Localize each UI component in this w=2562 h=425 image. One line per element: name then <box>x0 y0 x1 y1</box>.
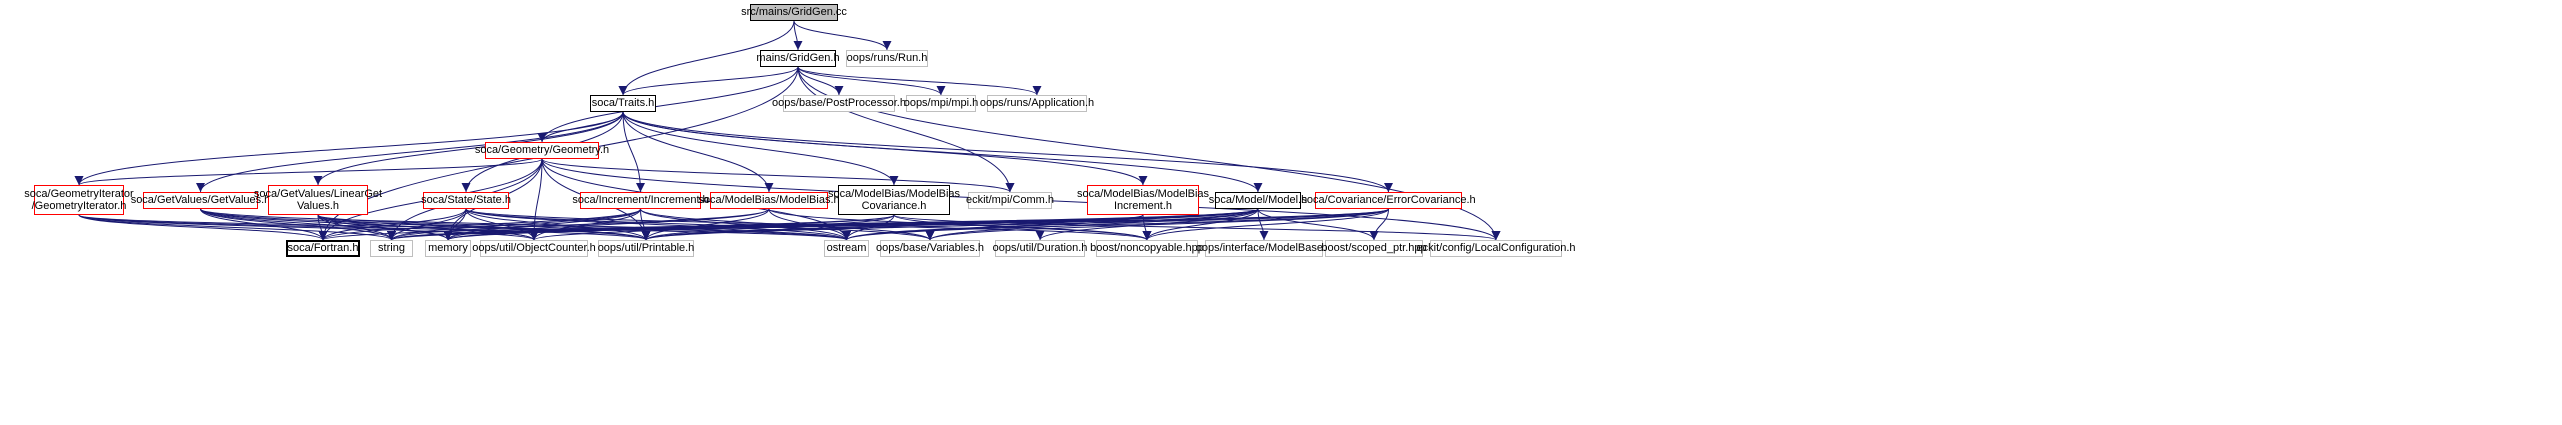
node-string: string <box>370 240 413 257</box>
edge-errcov-to-ostream <box>842 208 1389 241</box>
edge-lingetvalues-to-printable <box>317 214 651 241</box>
edge-gridgen_h-to-traits <box>618 66 799 96</box>
edge-gridgen_cc-to-traits <box>618 20 795 96</box>
edge-getvalues-to-fortran <box>200 208 328 241</box>
edge-model-to-variables <box>925 208 1259 241</box>
edge-gridgen_cc-to-oops_run <box>793 20 892 51</box>
node-model[interactable]: soca/Model/Model.h <box>1209 192 1307 209</box>
edge-lingetvalues-to-ostream <box>317 214 851 241</box>
edge-increment-to-fortran <box>318 208 641 241</box>
edge-model-to-scopedptr <box>1257 208 1379 241</box>
edge-traits-to-geo_iter <box>74 111 624 186</box>
edge-model-to-ostream <box>842 208 1259 241</box>
node-local-configuration: eckit/config/LocalConfiguration.h <box>1417 240 1576 257</box>
edge-errcov-to-variables <box>925 208 1389 241</box>
node-oops-mpi: oops/mpi/mpi.h <box>904 95 978 112</box>
node-noncopyable: boost/noncopyable.hpp <box>1090 240 1204 257</box>
edge-geo_iter-to-ostream <box>78 214 851 241</box>
node-eckit-comm: eckit/mpi/Comm.h <box>966 192 1054 209</box>
node-postprocessor: oops/base/PostProcessor.h <box>772 95 906 112</box>
node-linear-getvalues[interactable]: soca/GetValues/LinearGet Values.h <box>254 185 382 215</box>
node-modelbias[interactable]: soca/ModelBias/ModelBias.h <box>698 192 840 209</box>
edge-errcov-to-memory <box>444 208 1389 241</box>
edge-errcov-to-scopedptr <box>1369 208 1389 241</box>
edge-geo_iter-to-string <box>78 214 396 241</box>
node-printable: oops/util/Printable.h <box>598 240 694 257</box>
edge-gridgen_cc-to-gridgen_h <box>793 20 803 51</box>
node-traits[interactable]: soca/Traits.h <box>590 95 656 112</box>
edge-errcov-to-noncopyable <box>1142 208 1389 241</box>
edge-lingetvalues-to-memory <box>317 214 453 241</box>
node-ostream: ostream <box>824 240 869 257</box>
edge-model-to-printable <box>641 208 1259 241</box>
edge-geometry-to-eckit_comm <box>541 158 1015 193</box>
edge-traits-to-mb_cov <box>622 111 899 186</box>
node-gridgen-h[interactable]: mains/GridGen.h <box>756 50 840 67</box>
edge-modelbias-to-memory <box>443 208 770 241</box>
edge-state-to-ostream <box>465 208 851 241</box>
edge-state-to-fortran <box>318 208 467 241</box>
node-increment[interactable]: soca/Increment/Increment.h <box>572 192 709 209</box>
node-error-covariance[interactable]: soca/Covariance/ErrorCovariance.h <box>1301 192 1476 209</box>
edge-errcov-to-printable <box>641 208 1389 241</box>
edge-gridgen_h-to-geometry <box>537 66 799 143</box>
node-scoped-ptr: boost/scoped_ptr.hpp <box>1321 240 1427 257</box>
edge-getvalues-to-string <box>200 208 396 241</box>
edge-state-to-printable <box>465 208 651 241</box>
edge-geo_iter-to-objcounter <box>78 214 539 241</box>
edge-geometry-to-geo_iter <box>74 158 543 186</box>
node-application: oops/runs/Application.h <box>980 95 1094 112</box>
edge-traits-to-modelbias <box>622 111 774 193</box>
edge-gridgen_h-to-application <box>797 66 1042 96</box>
edge-gridgen_h-to-postproc <box>797 66 844 96</box>
node-modelbias-covariance[interactable]: soca/ModelBias/ModelBias Covariance.h <box>828 185 960 215</box>
node-memory: memory <box>425 240 471 257</box>
edge-geo_iter-to-fortran <box>78 214 328 241</box>
edge-traits-to-model <box>622 111 1263 193</box>
node-object-counter: oops/util/ObjectCounter.h <box>472 240 596 257</box>
node-variables: oops/base/Variables.h <box>876 240 984 257</box>
node-duration: oops/util/Duration.h <box>993 240 1087 257</box>
edge-traits-to-errcov <box>622 111 1393 193</box>
edge-modelbias-to-printable <box>641 208 770 241</box>
edge-increment-to-memory <box>443 208 641 241</box>
node-fortran[interactable]: soca/Fortran.h <box>286 240 360 257</box>
node-modelbase: oops/interface/ModelBase.h <box>1196 240 1332 257</box>
node-state[interactable]: soca/State/State.h <box>421 192 511 209</box>
edge-mb_cov-to-localconf <box>893 214 1501 241</box>
edge-gridgen_h-to-mpi_h <box>797 66 946 96</box>
node-geometry-iterator[interactable]: soca/GeometryIterator /GeometryIterator.… <box>24 185 134 215</box>
node-modelbias-increment[interactable]: soca/ModelBias/ModelBias Increment.h <box>1077 185 1209 215</box>
node-gridgen-cc[interactable]: src/mains/GridGen.cc <box>741 4 847 21</box>
node-getvalues[interactable]: soca/GetValues/GetValues.h <box>131 192 270 209</box>
edge-traits-to-lingetvalues <box>313 111 624 186</box>
node-geometry[interactable]: soca/Geometry/Geometry.h <box>475 142 609 159</box>
node-oops-run: oops/runs/Run.h <box>846 50 928 67</box>
edge-traits-to-getvalues <box>196 111 624 193</box>
edge-gridgen_h-to-eckit_comm <box>797 66 1015 193</box>
edge-increment-to-string <box>387 208 641 241</box>
edge-model-to-fortran <box>319 208 1259 241</box>
edge-traits-to-increment <box>622 111 645 193</box>
edge-state-to-variables <box>465 208 935 241</box>
